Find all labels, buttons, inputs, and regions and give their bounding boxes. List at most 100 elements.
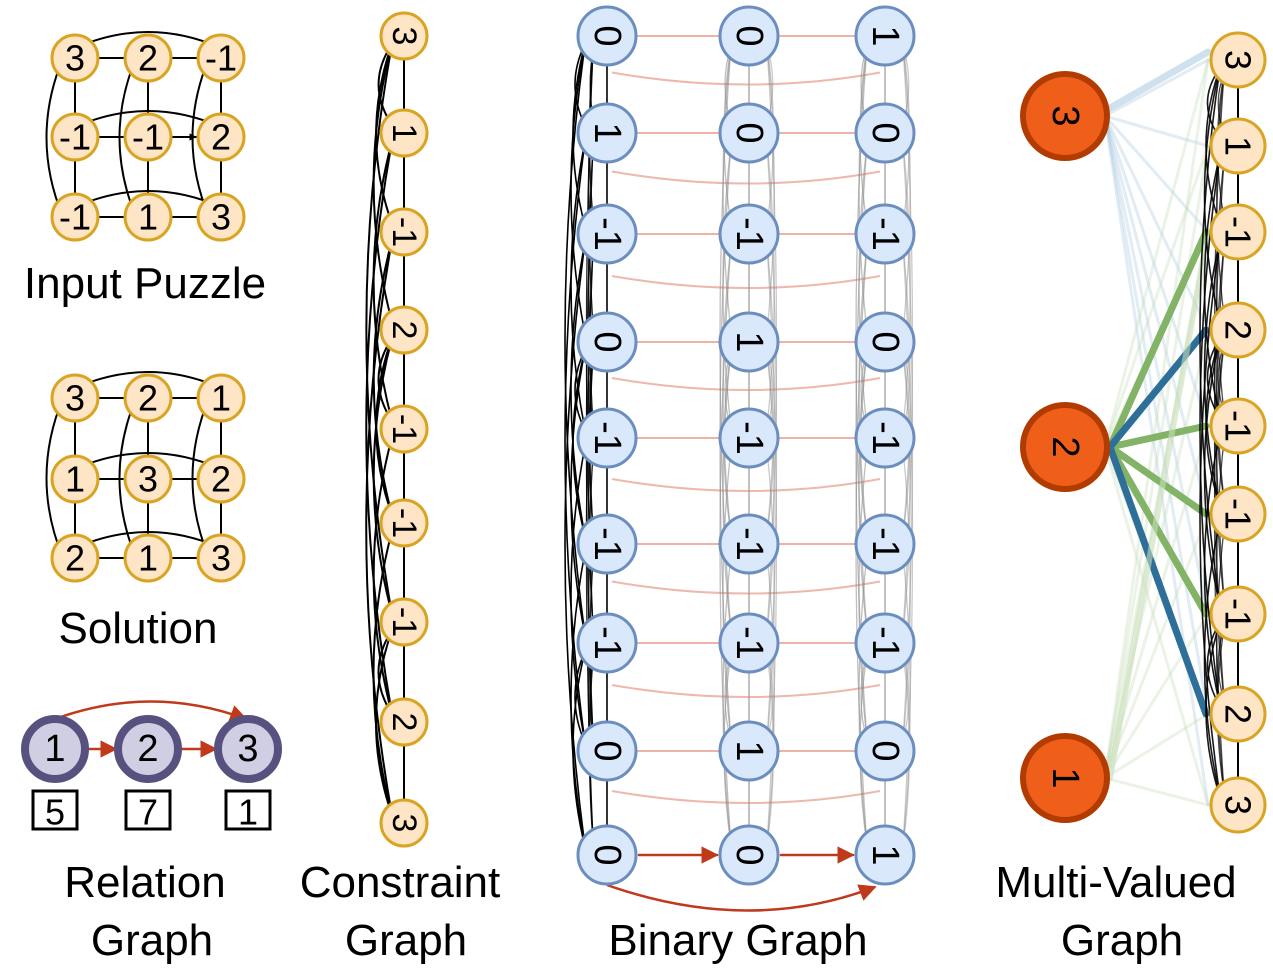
binary-node-0-7-label: 0	[586, 740, 628, 761]
binary-node-0-3-label: 0	[586, 331, 628, 352]
input_puzzle-cell-2-0-label: -1	[59, 197, 91, 238]
solution-cell-1-1: 3	[123, 454, 173, 504]
multi-edge-green	[1106, 443, 1210, 518]
solution-cell-1-0-label: 1	[65, 459, 85, 500]
solution-cell-0-1-circle	[123, 373, 173, 423]
input_puzzle-cell-0-1-label: 2	[138, 38, 158, 79]
binary-node-0-1-label: 1	[586, 122, 628, 143]
multi-cell-node-1-label: 1	[1218, 136, 1259, 156]
multi-cell-node-7-circle	[1209, 685, 1267, 743]
binary-col-arc	[902, 351, 911, 634]
solution-cell-2-1-label: 1	[138, 538, 158, 579]
multi-cell-node-8: 3	[1209, 776, 1267, 834]
binary-node-2-5-circle	[854, 513, 916, 575]
multi-value-node-2: 1	[1020, 733, 1110, 823]
caption-relation-line1: Relation	[64, 858, 225, 907]
binary-node-0-7: 0	[576, 720, 638, 782]
binary-col0-arc	[570, 551, 586, 848]
binary-node-2-3-circle	[854, 311, 916, 373]
input_puzzle-cell-1-2-circle	[196, 112, 246, 162]
solution-cell-1-2-label: 2	[211, 459, 231, 500]
multi-cell-node-2-label: -1	[1218, 216, 1259, 248]
multi-cell-node-2-circle	[1209, 203, 1267, 261]
relation-box-2: 1	[224, 789, 272, 833]
constraint-arc	[365, 239, 393, 816]
caption-relation-line2: Graph	[91, 916, 213, 965]
binary-node-0-2-circle	[576, 203, 638, 265]
constraint-node-0: 3	[379, 11, 429, 61]
multi-bg-edge	[1103, 512, 1210, 780]
multi-cell-node-8-circle	[1209, 776, 1267, 834]
binary-row-arc	[611, 377, 881, 391]
caption-constraint-line2: Graph	[345, 916, 467, 965]
binary-node-1-3: 1	[718, 311, 780, 373]
binary-node-1-0: 0	[718, 5, 780, 67]
solution-cell-0-2-circle	[196, 373, 246, 423]
input_puzzle-cell-0-0-label: 3	[65, 38, 85, 79]
multi-value-node-1-label: 2	[1044, 436, 1086, 457]
multi-edge-green	[1106, 422, 1210, 451]
binary-node-1-4-label: -1	[728, 421, 770, 455]
binary-node-0-4: -1	[576, 407, 638, 469]
binary-row-arc	[611, 275, 881, 289]
solution-cell-0-0: 3	[50, 373, 100, 423]
input_puzzle-cell-2-0: -1	[50, 192, 100, 242]
binary-node-0-6-circle	[576, 612, 638, 674]
binary-node-2-0-label: 1	[864, 25, 906, 46]
binary-node-2-4-label: -1	[864, 421, 906, 455]
binary-node-2-4-circle	[854, 407, 916, 469]
edge-curve	[45, 397, 64, 559]
input_puzzle-cell-0-2-label: -1	[205, 38, 237, 79]
multi-cell-arc	[1203, 153, 1221, 419]
solution-cell-0-2: 1	[196, 373, 246, 423]
binary-node-0-5-circle	[576, 513, 638, 575]
binary-col-arc	[902, 142, 911, 429]
binary-node-1-5-label: -1	[728, 527, 770, 561]
input_puzzle-cell-1-0: -1	[50, 112, 100, 162]
multi-cell-node-6-circle	[1209, 585, 1267, 643]
binary-node-2-0-circle	[854, 5, 916, 67]
binary-node-2-3: 0	[854, 311, 916, 373]
binary-col-arc	[722, 447, 732, 742]
binary-node-1-2-label: -1	[728, 217, 770, 251]
multi-bg-edge	[1103, 114, 1210, 807]
binary-col0-arc	[564, 43, 586, 636]
solution-cell-1-0-circle	[50, 454, 100, 504]
multi-cell-node-4: -1	[1209, 397, 1267, 455]
binary-col-arc	[766, 553, 775, 846]
binary-col0-arc	[570, 445, 586, 744]
input_puzzle-cell-2-1-label: 1	[138, 197, 158, 238]
multi-cell-node-5: -1	[1209, 485, 1267, 543]
multi-cell-node-4-circle	[1209, 397, 1267, 455]
relation-node-1-label: 2	[137, 728, 158, 770]
binary-col-arc	[722, 553, 732, 846]
binary-node-2-2-label: -1	[864, 217, 906, 251]
binary-node-2-6-circle	[854, 612, 916, 674]
binary-node-2-0: 1	[854, 5, 916, 67]
binary-node-1-2: -1	[718, 203, 780, 265]
solution-cell-2-1: 1	[123, 533, 173, 583]
binary-node-0-0-circle	[576, 5, 638, 67]
binary-col-arc	[902, 45, 911, 333]
binary-node-2-5-label: -1	[864, 527, 906, 561]
binary-col0-arc	[564, 241, 586, 848]
input_puzzle-cell-2-2-circle	[196, 192, 246, 242]
binary-node-2-6-label: -1	[864, 626, 906, 660]
multi-bg-edge	[1103, 445, 1210, 807]
binary-col0-arc	[572, 349, 586, 537]
relation-node-2-label: 3	[237, 728, 258, 770]
multi-bg-edge	[1103, 144, 1210, 449]
constraint-node-8-label: 3	[385, 814, 423, 833]
constraint-arc	[375, 43, 393, 225]
input_puzzle-cell-2-0-circle	[50, 192, 100, 242]
input_puzzle-cell-1-1-label: -1	[132, 117, 164, 158]
binary-node-1-4: -1	[718, 407, 780, 469]
input_puzzle-cell-2-1-circle	[123, 192, 173, 242]
multi-edge-green	[1106, 228, 1210, 451]
multi-cell-arc	[1203, 433, 1221, 707]
input_puzzle-cell-0-1-circle	[123, 33, 173, 83]
binary-col0-arc	[570, 349, 586, 636]
input_puzzle-cell-1-0-label: -1	[59, 117, 91, 158]
caption-solution: Solution	[58, 604, 217, 653]
